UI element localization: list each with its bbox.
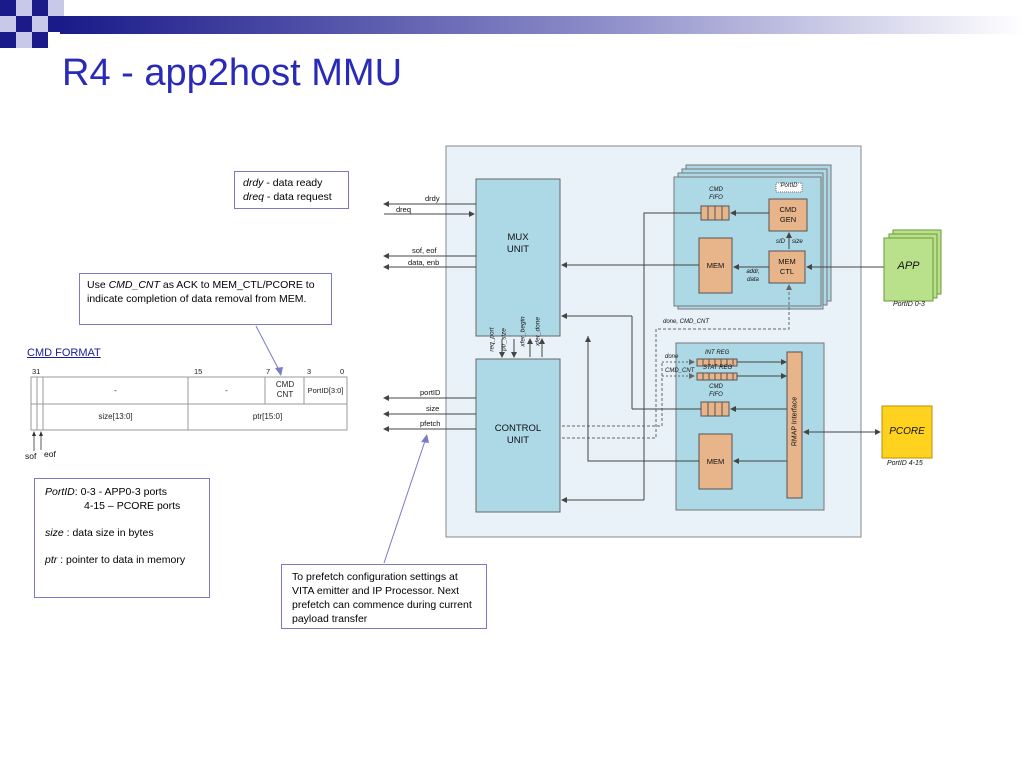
ack-post: as ACK to MEM_CTL/PCORE to indicate comp… bbox=[87, 279, 315, 305]
pcore-ports-label: PortID 4-15 bbox=[887, 460, 923, 467]
portid-line1: : 0-3 - APP0-3 ports bbox=[74, 486, 167, 498]
dreq-term: dreq bbox=[243, 191, 265, 203]
bit-3: 3 bbox=[307, 367, 312, 376]
drdy-dreq-note: drdy - data ready dreq - data request bbox=[234, 171, 349, 209]
stat-reg-label: STAT REG bbox=[703, 365, 733, 371]
portid-term: PortID bbox=[45, 486, 75, 498]
flag-eof: eof bbox=[44, 449, 56, 459]
portid-tag-label: PortID bbox=[780, 183, 798, 189]
mem-bottom-label: MEM bbox=[706, 457, 725, 466]
mem-ctl-label: MEM CTL bbox=[778, 257, 796, 276]
sid-label: sID bbox=[776, 239, 785, 245]
ptr-desc: : pointer to data in memory bbox=[57, 554, 186, 566]
sig-data-enb: data, enb bbox=[408, 258, 440, 267]
header-decoration bbox=[0, 0, 1024, 48]
cmd-fifo-top-label: CMD FIFO bbox=[709, 187, 723, 201]
size-desc: : data size in bytes bbox=[63, 527, 154, 539]
addr-data-label: addr, data bbox=[746, 269, 760, 283]
done-cmd-cnt-label: done, CMD_CNT bbox=[663, 319, 710, 325]
fmt-cell-dash-1: - bbox=[114, 386, 117, 395]
sig-pfetch: pfetch bbox=[420, 419, 441, 428]
bit-7: 7 bbox=[266, 367, 271, 376]
ack-term: CMD_CNT bbox=[108, 279, 160, 291]
drdy-desc: - data ready bbox=[263, 177, 323, 189]
bit-31: 31 bbox=[32, 367, 41, 376]
mem-top-label: MEM bbox=[706, 261, 725, 270]
cmd-cnt-label: CMD_CNT bbox=[665, 368, 695, 374]
sig-size: size bbox=[426, 404, 440, 413]
prefetch-text: To prefetch configuration settings at VI… bbox=[292, 571, 472, 625]
prefetch-note: To prefetch configuration settings at VI… bbox=[281, 564, 487, 629]
app-ports-label: PortID 0-3 bbox=[893, 301, 925, 308]
mux-unit-label: MUX UNIT bbox=[506, 232, 530, 255]
sig-sof-eof: sof, eof bbox=[412, 246, 437, 255]
cmd-format-heading: CMD FORMAT bbox=[27, 347, 101, 359]
field-definitions-note: PortID: 0-3 - APP0-3 ports 4-15 – PCORE … bbox=[34, 478, 210, 598]
done-label: done bbox=[665, 354, 679, 360]
bit-0: 0 bbox=[340, 367, 345, 376]
fmt-cell-dash-2: - bbox=[225, 386, 228, 395]
control-unit-label: CONTROL UNIT bbox=[494, 423, 542, 446]
portid-line2: 4-15 – PCORE ports bbox=[84, 500, 181, 512]
sig-req-port: req_port bbox=[488, 327, 496, 352]
rmap-interface-label: RMAP Interface bbox=[791, 396, 799, 447]
sig-drdy: drdy bbox=[425, 194, 440, 203]
cmd-cnt-ack-note: Use CMD_CNT as ACK to MEM_CTL/PCORE to i… bbox=[79, 273, 332, 325]
cmd-gen-label: CMD GEN bbox=[779, 205, 797, 224]
sig-xfer-done: xfer_done bbox=[534, 317, 542, 346]
sig-portid: portID bbox=[420, 388, 441, 397]
sig-ptr-size: ptr_size bbox=[500, 328, 508, 351]
flag-sof: sof bbox=[25, 451, 37, 461]
size-term: size bbox=[45, 527, 64, 539]
bit-15: 15 bbox=[194, 367, 203, 376]
fmt-cell-portid: PortID[3:0] bbox=[307, 386, 344, 395]
ptr-term: ptr bbox=[45, 554, 58, 566]
drdy-term: drdy bbox=[243, 177, 264, 189]
fmt-cell-cmd-cnt: CMD CNT bbox=[275, 380, 295, 399]
int-reg-label: INT REG bbox=[705, 350, 730, 356]
sig-dreq: dreq bbox=[396, 205, 412, 214]
app-label: APP bbox=[897, 260, 920, 272]
fmt-cell-ptr: ptr[15:0] bbox=[252, 412, 283, 421]
size-label: size bbox=[792, 239, 803, 245]
slide-title: R4 - app2host MMU bbox=[62, 52, 403, 94]
dreq-desc: - data request bbox=[264, 191, 332, 203]
cmd-fifo-bottom-label: CMD FIFO bbox=[709, 384, 723, 398]
pcore-label: PCORE bbox=[889, 426, 925, 437]
fmt-cell-size: size[13:0] bbox=[98, 412, 133, 421]
ack-pre: Use bbox=[87, 279, 109, 291]
sig-xfer-begin: xfer_begin bbox=[519, 316, 527, 347]
